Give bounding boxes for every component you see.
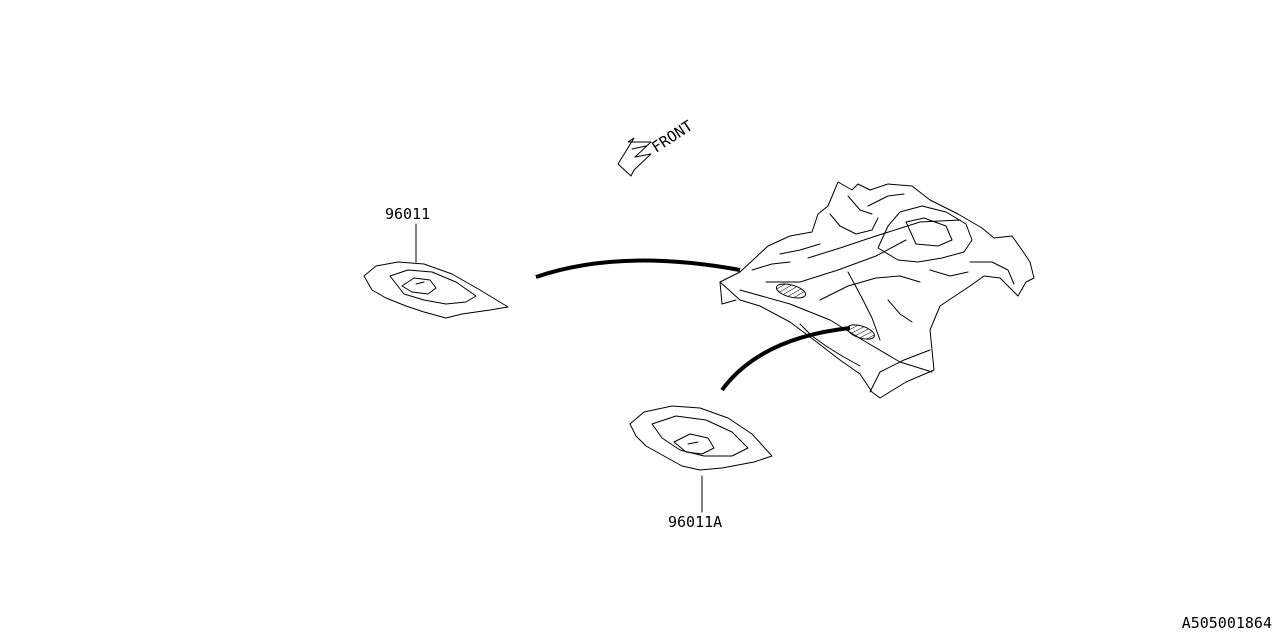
floor-panel-drawing: [719, 181, 1035, 399]
part-label-96011: 96011: [385, 205, 430, 223]
front-arrow-icon: [617, 137, 652, 177]
leader-line-upper: [535, 258, 741, 279]
leader-line-lower: [720, 326, 851, 392]
front-label: FRONT: [648, 117, 696, 157]
part-label-96011A: 96011A: [668, 513, 722, 531]
illustration-id: A505001864: [1182, 614, 1272, 632]
part-96011A-pad: [629, 405, 773, 471]
part-96011-pad: [363, 261, 509, 319]
